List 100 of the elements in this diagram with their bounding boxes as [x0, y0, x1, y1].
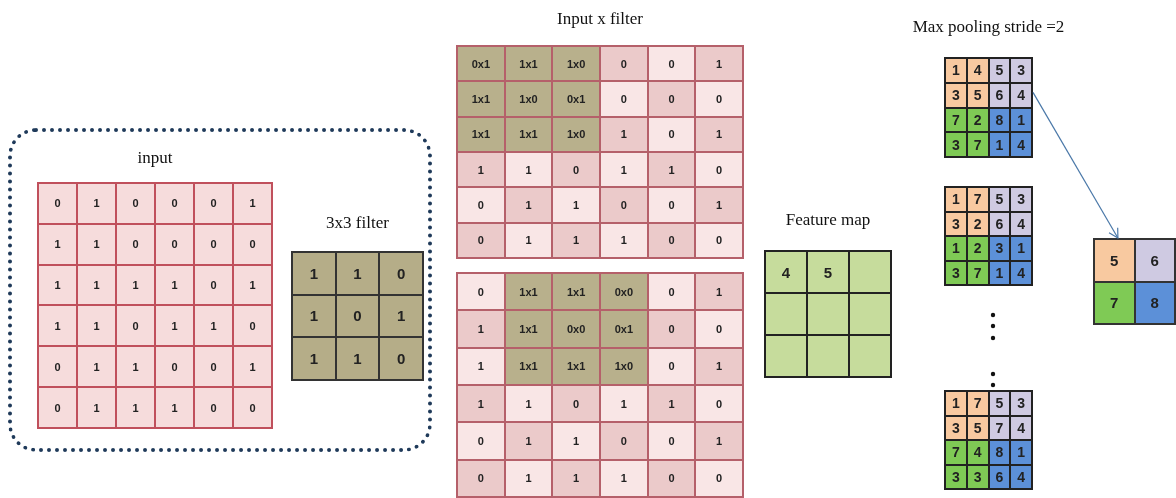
grid-cell: 1 [116, 264, 155, 306]
grid-cell: 4 [1010, 132, 1032, 157]
grid-cell: 0 [233, 387, 272, 428]
grid-cell: 1x1 [457, 81, 505, 117]
grid-cell: 4 [765, 251, 807, 293]
grid-cell: 8 [1134, 281, 1175, 324]
grid-cell: 0 [457, 187, 505, 223]
grid-cell: 0 [647, 187, 696, 223]
grid-cell: 0 [600, 422, 648, 460]
grid-cell: 5 [988, 391, 1011, 416]
grid-cell: 0 [647, 347, 696, 385]
grid-cell: 1x0 [504, 81, 553, 117]
grid-cell: 1 [945, 391, 967, 416]
grid-cell: 1 [335, 337, 380, 380]
grid-cell: 7 [966, 187, 989, 212]
grid-cell: 1 [38, 264, 77, 306]
grid-cell: 0 [647, 459, 696, 497]
grid-cell: 0 [457, 273, 505, 311]
grid-cell: 1 [504, 187, 553, 223]
grid-cell: 1 [77, 264, 116, 306]
grid-cell: 4 [1010, 415, 1032, 440]
grid-cell: 1 [695, 187, 743, 223]
grid-cell: 1x0 [600, 347, 648, 385]
grid-cell: 1x1 [504, 116, 553, 152]
grid-cell: 1 [600, 116, 648, 152]
grid-cell: 0 [647, 273, 696, 311]
grid-cell: 6 [1134, 239, 1175, 282]
grid-cell: 1 [38, 305, 77, 347]
grid-cell: 1 [194, 305, 233, 347]
grid-cell: 3 [945, 82, 967, 108]
grid-cell: 0 [155, 223, 194, 265]
grid-cell: 1x1 [504, 310, 553, 348]
grid-cell: 1 [1010, 107, 1032, 133]
grid-cell: 1 [552, 459, 600, 497]
grid-cell: 1x1 [552, 347, 600, 385]
grid-title: Max pooling stride =2 [912, 17, 1065, 37]
grid-cell: 1 [504, 385, 553, 423]
grid-cell: 1 [233, 264, 272, 306]
grid-cell: 0x0 [552, 310, 600, 348]
grid-cell: 0 [647, 46, 696, 82]
grid-cell: 0 [379, 337, 423, 380]
grid-cell: 0 [457, 422, 505, 460]
grid-cell: 0 [116, 183, 155, 224]
grid-cell: 0 [552, 385, 600, 423]
grid-cell: 4 [966, 440, 989, 465]
grid-cell: 1 [1010, 236, 1032, 261]
grid-cell: 0 [38, 346, 77, 388]
grid-cell: 1 [457, 385, 505, 423]
grid-cell: 1 [945, 236, 967, 261]
grid-cell: 3 [1010, 187, 1032, 212]
grid-cell: 1 [600, 385, 648, 423]
grid-cell: 1x1 [552, 273, 600, 311]
grid-cell: 5 [807, 251, 849, 293]
grid-cell: 3 [988, 236, 1011, 261]
grid-cell: 1x1 [504, 273, 553, 311]
grid-cell: 1 [38, 223, 77, 265]
grid-cell: 7 [966, 391, 989, 416]
grid-cell: 4 [1010, 464, 1032, 489]
grid-cell: 0 [600, 46, 648, 82]
grid-cell: 1 [335, 252, 380, 295]
grid-cell: 1 [77, 387, 116, 428]
grid-cell: 0 [194, 264, 233, 306]
grid-cell: 7 [1094, 281, 1135, 324]
grid-cell: 0 [194, 387, 233, 428]
grid-cell: 0 [38, 183, 77, 224]
grid-cell: 1 [695, 347, 743, 385]
grid-cell: 0 [335, 294, 380, 338]
grid-cell: 0 [695, 385, 743, 423]
grid-cell: 1 [292, 337, 336, 380]
grid-cell: 0 [695, 152, 743, 188]
grid-cell: 1 [155, 305, 194, 347]
grid-cell: 3 [1010, 391, 1032, 416]
grid-cell: 1 [695, 116, 743, 152]
grid-cell: 0x0 [600, 273, 648, 311]
grid-cell: 7 [966, 132, 989, 157]
grid-cell: 0x1 [600, 310, 648, 348]
grid-cell: 0x1 [552, 81, 600, 117]
grid-cell: 0 [552, 152, 600, 188]
grid-title: Input x filter [557, 9, 643, 29]
grid-cell: 5 [988, 187, 1011, 212]
grid-cell: 1 [695, 422, 743, 460]
grid-cell: 0 [647, 422, 696, 460]
grid-cell: 0 [600, 187, 648, 223]
grid-cell: 0 [695, 310, 743, 348]
grid-cell: 0 [379, 252, 423, 295]
grid-cell: 1 [155, 264, 194, 306]
grid-cell: 0 [38, 387, 77, 428]
grid-cell: 1 [504, 222, 553, 258]
grid-cell: 1 [77, 183, 116, 224]
grid-cell: 1 [457, 310, 505, 348]
grid-cell: 1 [77, 223, 116, 265]
arrow [1032, 91, 1119, 239]
grid-cell: 1 [504, 422, 553, 460]
grid-cell: 5 [988, 58, 1011, 83]
grid-cell: 1 [552, 422, 600, 460]
grid-cell: 0 [600, 81, 648, 117]
grid-cell: 1 [155, 387, 194, 428]
grid-cell: 1 [116, 346, 155, 388]
grid-cell: 0 [194, 223, 233, 265]
grid-cell: 4 [1010, 82, 1032, 108]
